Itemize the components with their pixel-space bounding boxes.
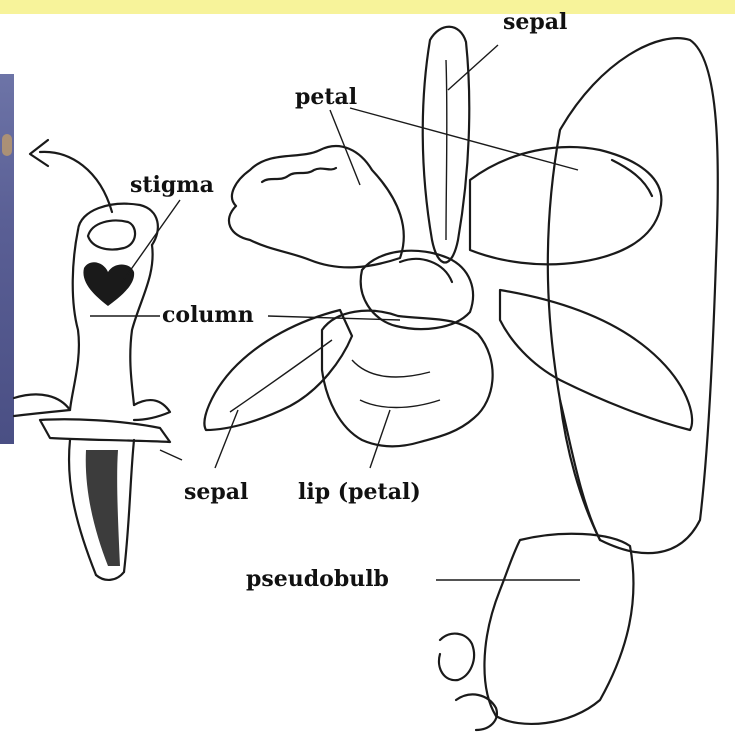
label-petal: petal [295,84,357,110]
curved-arrow [40,152,112,212]
leader-sepal-top [448,45,498,90]
stigma-mark [83,262,134,306]
arrow-head [30,140,48,166]
leader-sepal-left-2 [215,410,238,468]
pseudobulb-shape [484,534,633,724]
label-column: column [162,302,254,328]
diagram-labels: sepal petal stigma column sepal lip (pet… [130,9,567,592]
label-pseudobulb: pseudobulb [246,566,389,592]
orchid-flower-drawing [204,27,717,730]
lower-left-sepal-shape [204,310,352,430]
left-petal-shape [229,146,404,267]
leader-petal-1 [330,110,360,185]
label-sepal-top: sepal [503,9,567,35]
right-back-sepal-shape [548,38,718,553]
leader-lip [370,410,390,468]
column-detail-drawing [14,140,170,580]
leader-sepal-left-1 [160,450,182,460]
leader-petal-2 [350,108,578,170]
label-lip: lip (petal) [298,479,421,505]
right-petal-shape [470,147,661,264]
lip-shape [322,311,493,447]
label-stigma: stigma [130,172,214,198]
label-sepal-bottom: sepal [184,479,248,505]
